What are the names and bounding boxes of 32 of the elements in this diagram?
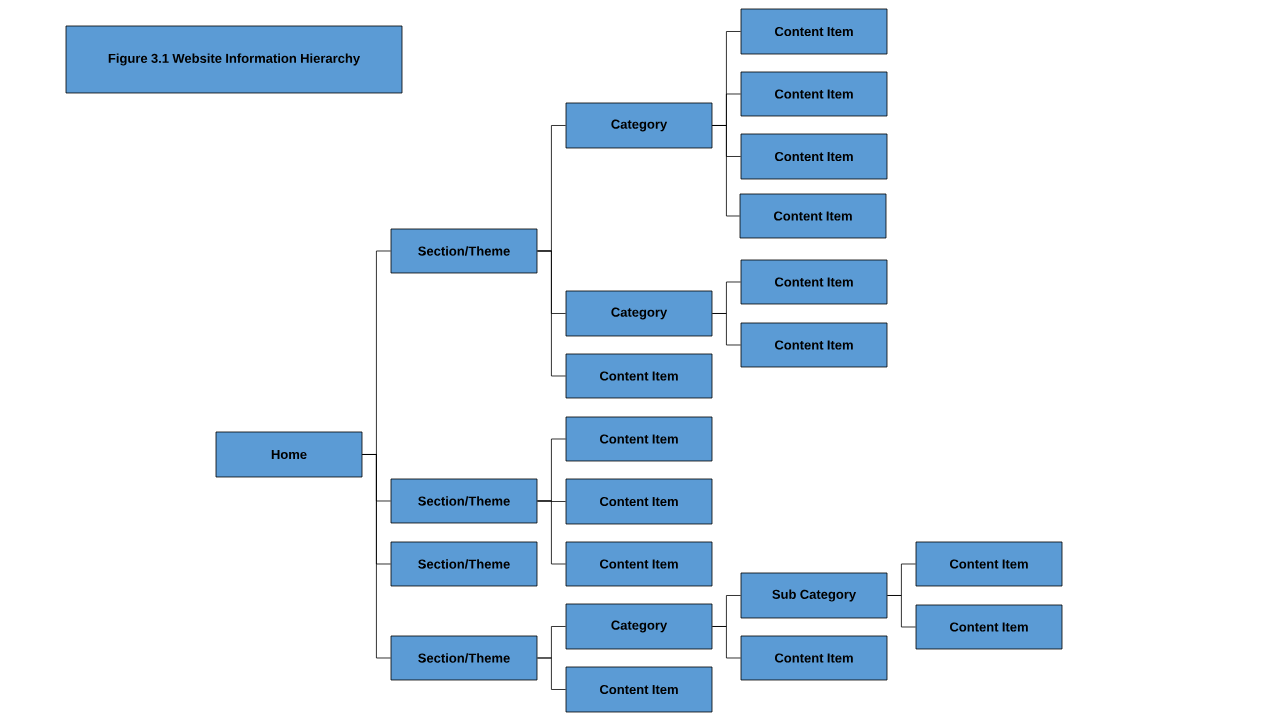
hierarchy-box: Category <box>565 603 713 650</box>
hierarchy-box: Content Item <box>739 193 887 239</box>
hierarchy-box: Section/Theme <box>390 635 538 681</box>
connector-line <box>537 657 566 690</box>
connector-line <box>712 313 741 346</box>
hierarchy-box: Content Item <box>915 604 1063 650</box>
connector-line <box>712 125 740 217</box>
hierarchy-box: Home <box>215 431 363 478</box>
hierarchy-box: Content Item <box>740 71 888 117</box>
title-box: Figure 3.1 Website Information Hierarchy <box>65 25 403 94</box>
hierarchy-box: Content Item <box>915 541 1063 587</box>
connector-line <box>537 500 566 565</box>
hierarchy-box: Section/Theme <box>390 541 538 587</box>
hierarchy-box: Sub Category <box>740 572 888 619</box>
hierarchy-box: Content Item <box>740 8 888 55</box>
hierarchy-box: Section/Theme <box>390 228 538 274</box>
hierarchy-box: Category <box>565 290 713 337</box>
hierarchy-box: Category <box>565 102 713 149</box>
hierarchy-box: Content Item <box>740 322 888 368</box>
hierarchy-box: Content Item <box>740 635 888 681</box>
hierarchy-box: Content Item <box>565 541 713 587</box>
connector-line <box>537 250 566 377</box>
hierarchy-box: Content Item <box>565 478 713 525</box>
connector-line <box>887 595 916 628</box>
hierarchy-box: Content Item <box>740 259 888 305</box>
connector-line <box>362 454 391 659</box>
connector-line <box>712 626 741 659</box>
hierarchy-box: Content Item <box>740 133 888 180</box>
hierarchy-box: Section/Theme <box>390 478 538 524</box>
hierarchy-box: Content Item <box>565 666 713 713</box>
hierarchy-box: Content Item <box>565 353 713 399</box>
hierarchy-box: Content Item <box>565 416 713 462</box>
